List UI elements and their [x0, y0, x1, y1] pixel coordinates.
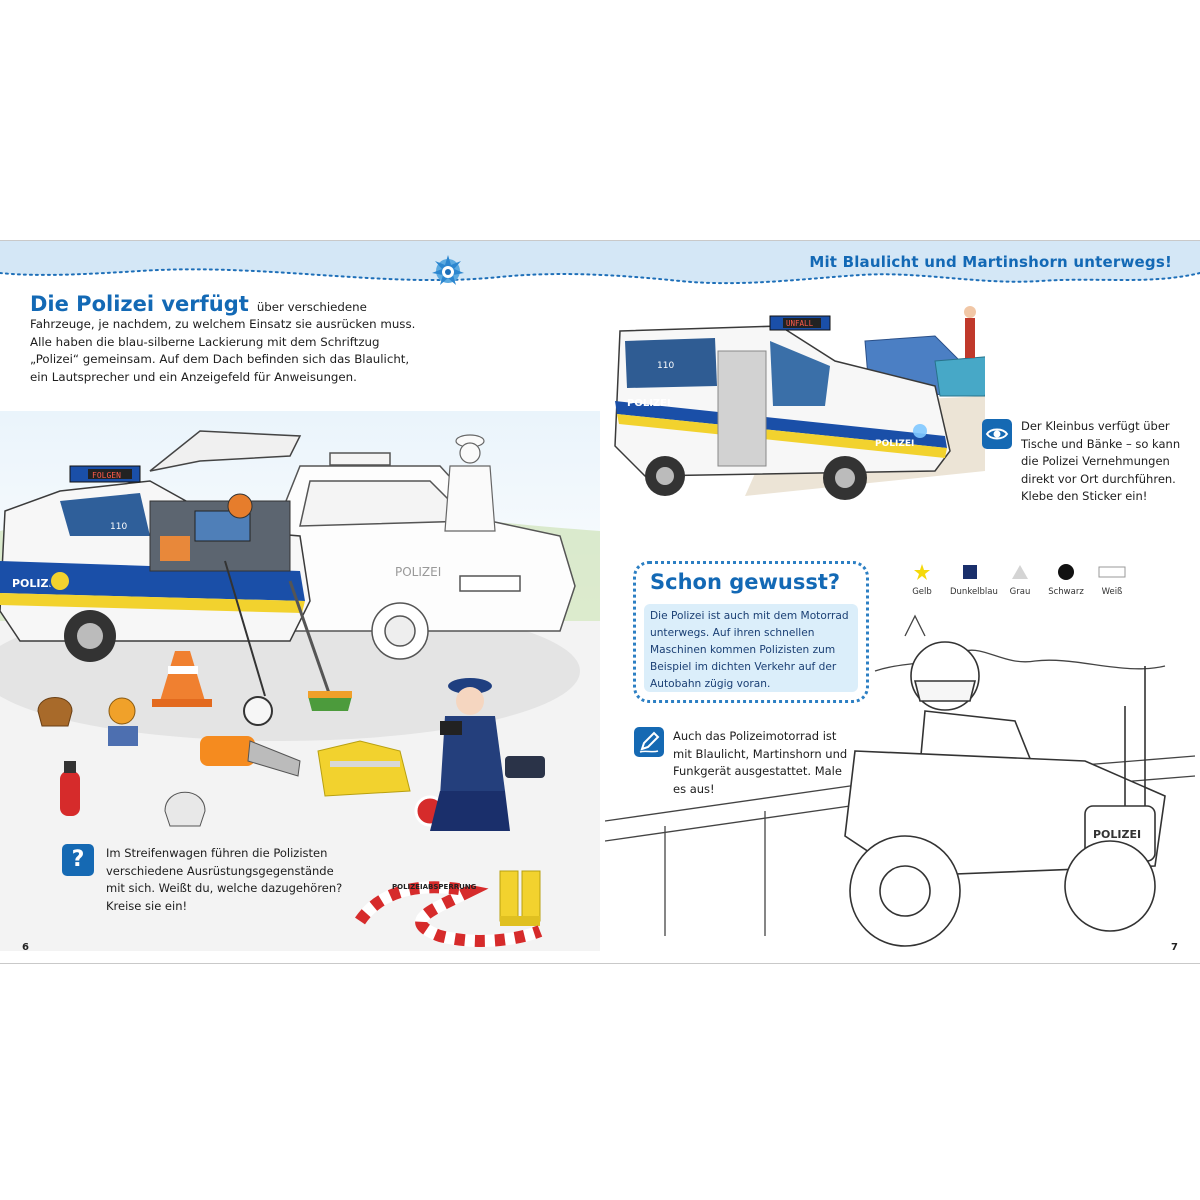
wave-star-icon — [432, 255, 464, 285]
police-van-scene-illustration: UNFALL POLIZEI POLIZEI 110 — [605, 296, 985, 536]
question-icon: ? — [62, 844, 94, 876]
triangle-icon — [1012, 565, 1028, 579]
question-text: Im Streifenwagen führen die Polizisten v… — [106, 846, 343, 913]
bundt-cake — [37, 697, 73, 727]
van-side-label: POLIZEI — [627, 398, 671, 409]
van-roof-sign: UNFALL — [786, 319, 814, 328]
sticker-placeholder — [717, 350, 767, 467]
pencil-icon — [634, 727, 664, 757]
motorcycle-coloring-illustration: POLIZEI — [605, 614, 1195, 947]
header-wave-band — [0, 241, 1200, 285]
helmet — [164, 791, 206, 827]
rubber-boots — [499, 870, 541, 926]
coloring-instruction-text: Auch das Polizeimotorrad ist mit Blaulic… — [673, 729, 848, 796]
swatch-gelb: Gelb — [902, 563, 942, 597]
safety-vest — [317, 740, 411, 797]
van-info-text: Der Kleinbus verfügt über Tische und Bän… — [1021, 419, 1181, 503]
motorcycle-label: POLIZEI — [1093, 828, 1141, 841]
camera-officer — [430, 678, 545, 831]
people — [964, 306, 976, 358]
section-title: Mit Blaulicht und Martinshorn unterwegs! — [809, 253, 1172, 271]
standing-officer — [444, 434, 496, 532]
page-number-right: 7 — [1171, 942, 1178, 953]
color-palette: Gelb Dunkelblau Grau Schwarz Weiß — [902, 563, 1132, 603]
van-front-label: POLIZEI — [875, 439, 914, 449]
car-number: 110 — [110, 522, 127, 532]
book-spread: Mit Blaulicht und Martinshorn unterwegs!… — [0, 240, 1200, 964]
police-car-scene-illustration: POLIZEI FOLGEN POLIZEI 110 — [0, 411, 600, 951]
swatch-dunkelblau: Dunkelblau — [950, 563, 998, 597]
police-van: UNFALL POLIZEI POLIZEI 110 — [614, 315, 951, 500]
did-you-know-box: Schon gewusst? Die Polizei ist auch mit … — [633, 561, 869, 703]
car-roof-sign: FOLGEN — [92, 471, 121, 480]
intro-headline: Die Polizei verfügt — [30, 292, 249, 316]
warning-lamp — [108, 697, 138, 746]
intro-text: über verschiedene Fahrzeuge, je nachdem,… — [30, 300, 416, 384]
eye-icon — [982, 419, 1012, 449]
info-box-body: Die Polizei ist auch mit dem Motorrad un… — [644, 604, 858, 692]
swatch-grau: Grau — [1000, 563, 1040, 597]
info-box-title: Schon gewusst? — [650, 570, 841, 594]
car-door-label: POLIZEI — [12, 577, 60, 590]
van-number: 110 — [657, 361, 674, 371]
outline-car-label: POLIZEI — [395, 565, 441, 579]
broom — [288, 580, 352, 711]
star-icon — [914, 564, 930, 580]
measuring-wheel — [224, 560, 273, 726]
swatch-weiss: Weiß — [1092, 563, 1132, 597]
page-number-left: 6 — [22, 942, 29, 953]
tape-label: POLIZEIABSPERRUNG — [392, 883, 477, 891]
rectangle-icon — [1098, 566, 1126, 578]
barrier-tape: POLIZEIABSPERRUNG — [355, 881, 543, 947]
square-icon — [963, 565, 977, 579]
chainsaw — [200, 736, 301, 777]
motorcycle-outline — [844, 641, 1166, 947]
fire-extinguisher — [60, 761, 80, 816]
outline-police-car — [269, 452, 576, 660]
circle-icon — [1058, 564, 1074, 580]
swatch-schwarz: Schwarz — [1046, 563, 1086, 597]
blue-police-car: FOLGEN POLIZEI 110 — [0, 430, 311, 662]
traffic-cone — [152, 651, 212, 707]
